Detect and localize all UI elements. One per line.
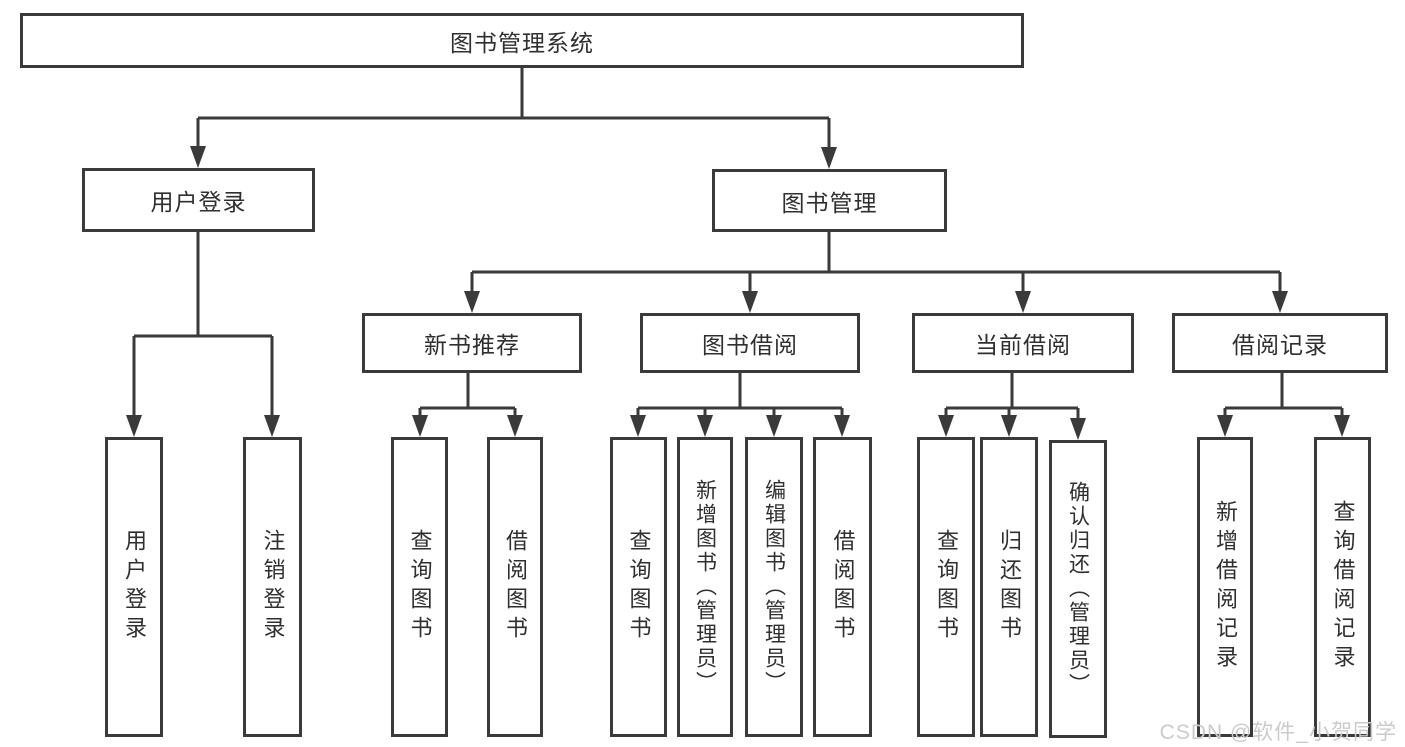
node-user-login-label: 用户登录	[150, 189, 247, 215]
node-book-borrow-label: 图书借阅	[702, 332, 798, 358]
leaf-user-login: 用户登录	[105, 437, 163, 737]
leaf-edit-book-admin: 编辑图书（管理员）	[745, 437, 803, 737]
leaf-borrow-book-2: 借阅图书	[813, 437, 872, 737]
leaf-add-borrow-record: 新增借阅记录	[1197, 437, 1253, 737]
node-book-borrow: 图书借阅	[640, 313, 860, 373]
node-root: 图书管理系统	[20, 13, 1024, 68]
leaf-logout: 注销登录	[243, 437, 302, 737]
leaf-label: 借阅图书	[503, 529, 528, 645]
leaf-add-book-admin: 新增图书（管理员）	[677, 437, 733, 737]
leaf-label: 编辑图书（管理员）	[762, 479, 786, 695]
node-user-login: 用户登录	[82, 168, 315, 232]
node-current-borrow-label: 当前借阅	[975, 332, 1071, 358]
leaf-query-borrow-record: 查询借阅记录	[1314, 437, 1371, 737]
leaf-label: 新增借阅记录	[1213, 500, 1238, 674]
node-borrow-record: 借阅记录	[1172, 313, 1388, 373]
leaf-borrow-book-1: 借阅图书	[487, 437, 543, 737]
leaf-confirm-return-admin: 确认归还（管理员）	[1049, 440, 1107, 738]
leaf-query-book-1: 查询图书	[391, 437, 448, 737]
node-book-mgmt: 图书管理	[712, 169, 947, 232]
node-borrow-record-label: 借阅记录	[1232, 332, 1328, 358]
leaf-query-book-3: 查询图书	[917, 437, 975, 737]
node-new-book-rec: 新书推荐	[362, 313, 582, 373]
leaf-label: 查询图书	[934, 529, 959, 645]
leaf-label: 借阅图书	[830, 529, 856, 645]
node-new-book-rec-label: 新书推荐	[424, 332, 520, 358]
leaf-label: 注销登录	[260, 529, 286, 645]
leaf-label: 查询借阅记录	[1330, 500, 1356, 674]
node-root-label: 图书管理系统	[450, 29, 594, 56]
leaf-query-book-2: 查询图书	[610, 437, 667, 737]
node-book-mgmt-label: 图书管理	[781, 189, 878, 216]
leaf-return-book: 归还图书	[980, 437, 1038, 737]
leaf-label: 归还图书	[997, 529, 1022, 645]
leaf-label: 用户登录	[122, 529, 147, 645]
node-current-borrow: 当前借阅	[912, 313, 1134, 373]
leaf-label: 查询图书	[407, 529, 433, 645]
leaf-label: 新增图书（管理员）	[693, 479, 717, 695]
csdn-watermark: CSDN @软件_小贺同学	[1159, 721, 1397, 744]
leaf-label: 确认归还（管理员）	[1066, 481, 1090, 697]
leaf-label: 查询图书	[626, 529, 652, 645]
